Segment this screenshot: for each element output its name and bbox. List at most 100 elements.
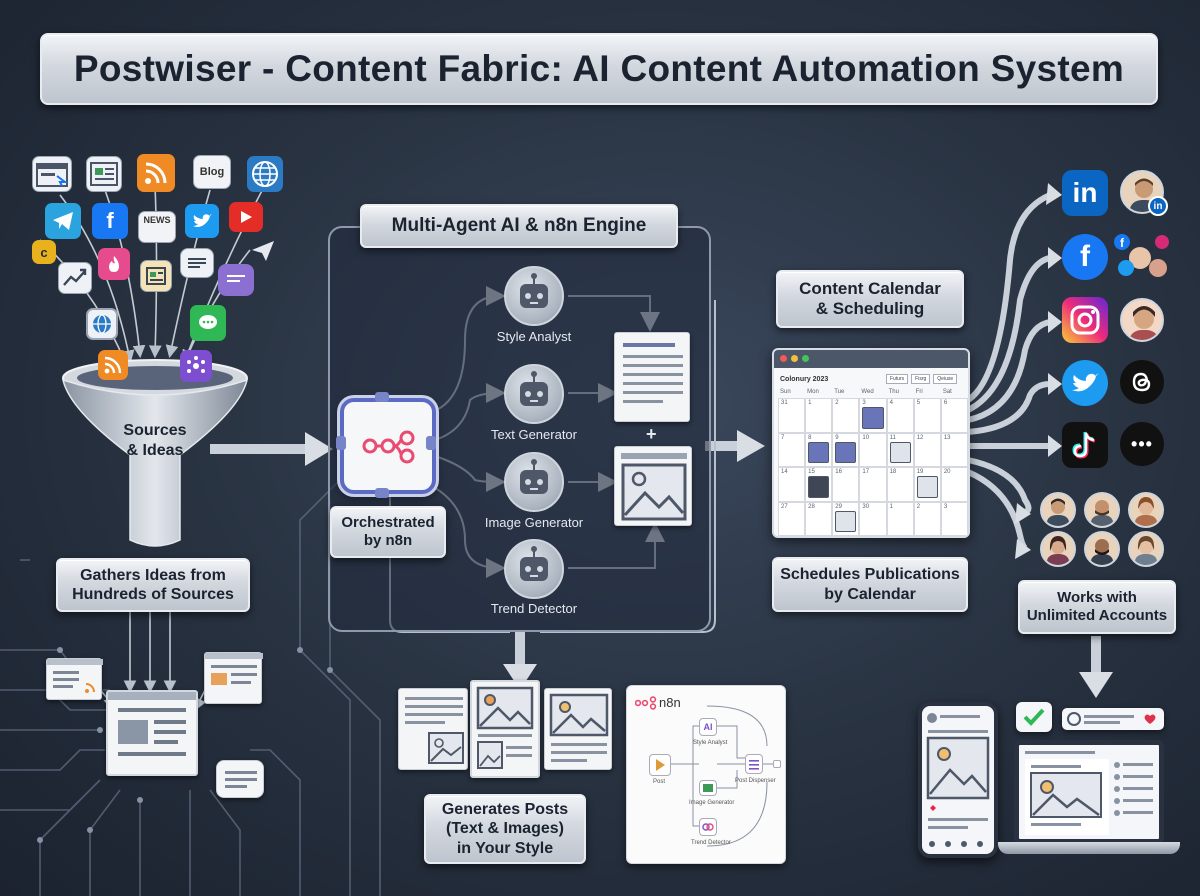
calendar-day-cell[interactable]: 10 [859, 432, 887, 467]
calendar-weekday: Tue [834, 389, 845, 395]
laptop-mockup [1014, 740, 1164, 844]
agent-label-image-generator: Image Generator [484, 515, 584, 530]
calendar-day-number: 13 [943, 434, 951, 441]
calendar-day-cell[interactable]: 31 [778, 398, 806, 433]
calendar-day-cell[interactable]: 30 [859, 501, 887, 536]
scheduled-text-post[interactable] [808, 476, 830, 498]
more-icon[interactable]: ••• [1120, 422, 1164, 466]
n8n-port-right [426, 436, 436, 450]
bitcoin-icon: c [32, 240, 56, 264]
facebook-icon[interactable]: f [1062, 234, 1108, 280]
calendar-day-cell[interactable]: 16 [832, 467, 860, 502]
calendar-day-cell[interactable]: 14 [778, 467, 806, 502]
calendar-day-cell[interactable]: 18 [886, 467, 914, 502]
tiktok-icon[interactable] [1062, 422, 1108, 468]
n8n-orchestrator-node[interactable] [340, 398, 436, 494]
calendar-day-cell[interactable]: 20 [940, 467, 968, 502]
scheduled-image-post[interactable] [916, 476, 938, 498]
web-globe-icon [86, 308, 118, 340]
avatar-2 [1084, 492, 1120, 528]
youtube-icon [229, 202, 263, 232]
check-icon [1023, 708, 1045, 726]
linkedin-icon[interactable]: in [1062, 170, 1108, 216]
calendar-view-button-3[interactable]: Qeiuse [933, 374, 958, 384]
window-close-icon[interactable] [780, 355, 787, 362]
calendar-day-number: 2 [916, 503, 921, 510]
schedules-line1: Schedules Publications [780, 566, 960, 584]
calendar-day-number: 1 [889, 503, 893, 510]
n8n-node-post-label: Post [653, 779, 666, 785]
calendar-day-number: 19 [916, 469, 924, 475]
page-title: Postwiser - Content Fabric: AI Content A… [40, 33, 1158, 105]
calendar-weekday: Thu [888, 389, 899, 395]
calendar-weekday: Wed [861, 389, 874, 395]
calendar-day-cell[interactable]: 1 [805, 398, 833, 433]
accounts-line2: Unlimited Accounts [1026, 607, 1168, 624]
calendar-weekday: Mon [807, 389, 819, 395]
rss-small-icon [98, 350, 128, 380]
svg-text:f: f [1120, 236, 1125, 250]
calendar-day-number: 10 [862, 434, 870, 441]
calendar-day-number: 3 [943, 503, 948, 510]
n8n-workflow-panel: n8n Post AI Style Analyst Image Generato… [626, 685, 786, 864]
calendar-day-cell[interactable]: 1 [886, 501, 914, 536]
calendar-day-cell[interactable]: 5 [913, 398, 941, 433]
calendar-day-cell[interactable]: 7 [778, 432, 806, 467]
scheduled-image-post[interactable] [835, 510, 857, 532]
calendar-view-button-2[interactable]: Fisrg [911, 374, 931, 384]
calendar-day-number: 1 [808, 400, 812, 406]
calendar-day-cell[interactable]: 12 [913, 432, 941, 467]
calendar-day-number: 14 [781, 469, 788, 475]
n8n-node-post [649, 754, 671, 776]
calendar-day-cell[interactable]: 27 [778, 501, 806, 536]
calendar-day-cell[interactable]: 2 [832, 398, 860, 433]
calendar-day-number: 12 [916, 434, 924, 441]
calendar-day-number: 7 [781, 434, 785, 441]
scheduled-text-post[interactable] [808, 441, 830, 463]
threads-icon[interactable] [1120, 360, 1164, 404]
calendar-day-number: 8 [808, 434, 812, 441]
robot-icon-style-analyst [504, 266, 564, 326]
n8n-workflow-edges [671, 705, 775, 847]
calendar-day-cell[interactable]: 17 [859, 467, 887, 502]
twitter-source-icon [185, 204, 219, 238]
calendar-day-number: 2 [835, 400, 839, 406]
robot-icon-text-generator [504, 364, 564, 424]
orchestrated-line2: by n8n [363, 532, 413, 549]
accounts-line1: Works with [1057, 589, 1137, 606]
calendar-day-number: 18 [889, 469, 897, 475]
community-icon [180, 350, 212, 382]
calendar-day-number: 9 [835, 434, 839, 441]
n8n-port-left [336, 436, 346, 450]
calendar-day-cell[interactable]: 28 [805, 501, 833, 536]
scheduled-text-post[interactable] [862, 407, 884, 429]
blog-icon: Blog [193, 155, 231, 189]
source-page-main [106, 690, 198, 776]
calendar-day-cell[interactable]: 3 [940, 501, 968, 536]
calendar-day-number: 3 [862, 400, 866, 406]
calendar-day-number: 28 [808, 503, 815, 510]
generates-line3: in Your Style [456, 839, 554, 857]
instagram-icon[interactable] [1062, 297, 1108, 343]
globe-icon [247, 156, 283, 192]
laptop-base [998, 842, 1180, 854]
calendar-day-cell[interactable]: 2 [913, 501, 941, 536]
calendar-month: Colonury 2023 [780, 376, 829, 383]
calendar-day-cell[interactable]: 13 [940, 432, 968, 467]
scheduled-text-post[interactable] [835, 441, 857, 463]
n8n-node-dispenser-label: Post Dispenser [735, 778, 776, 784]
news-icon: NEWS [138, 211, 176, 243]
window-zoom-icon[interactable] [802, 355, 809, 362]
calendar-day-cell[interactable]: 6 [940, 398, 968, 433]
window-minimize-icon[interactable] [791, 355, 798, 362]
avatar-3 [1128, 492, 1164, 528]
scheduled-image-post[interactable] [889, 441, 911, 463]
image-output-card [614, 446, 692, 526]
calendar-title-line2: & Scheduling [815, 299, 925, 318]
twitter-icon[interactable] [1062, 360, 1108, 406]
calendar-view-button-1[interactable]: Futurs [886, 374, 909, 384]
calendar-day-number: 16 [835, 469, 842, 475]
calendar-day-cell[interactable]: 4 [886, 398, 914, 433]
